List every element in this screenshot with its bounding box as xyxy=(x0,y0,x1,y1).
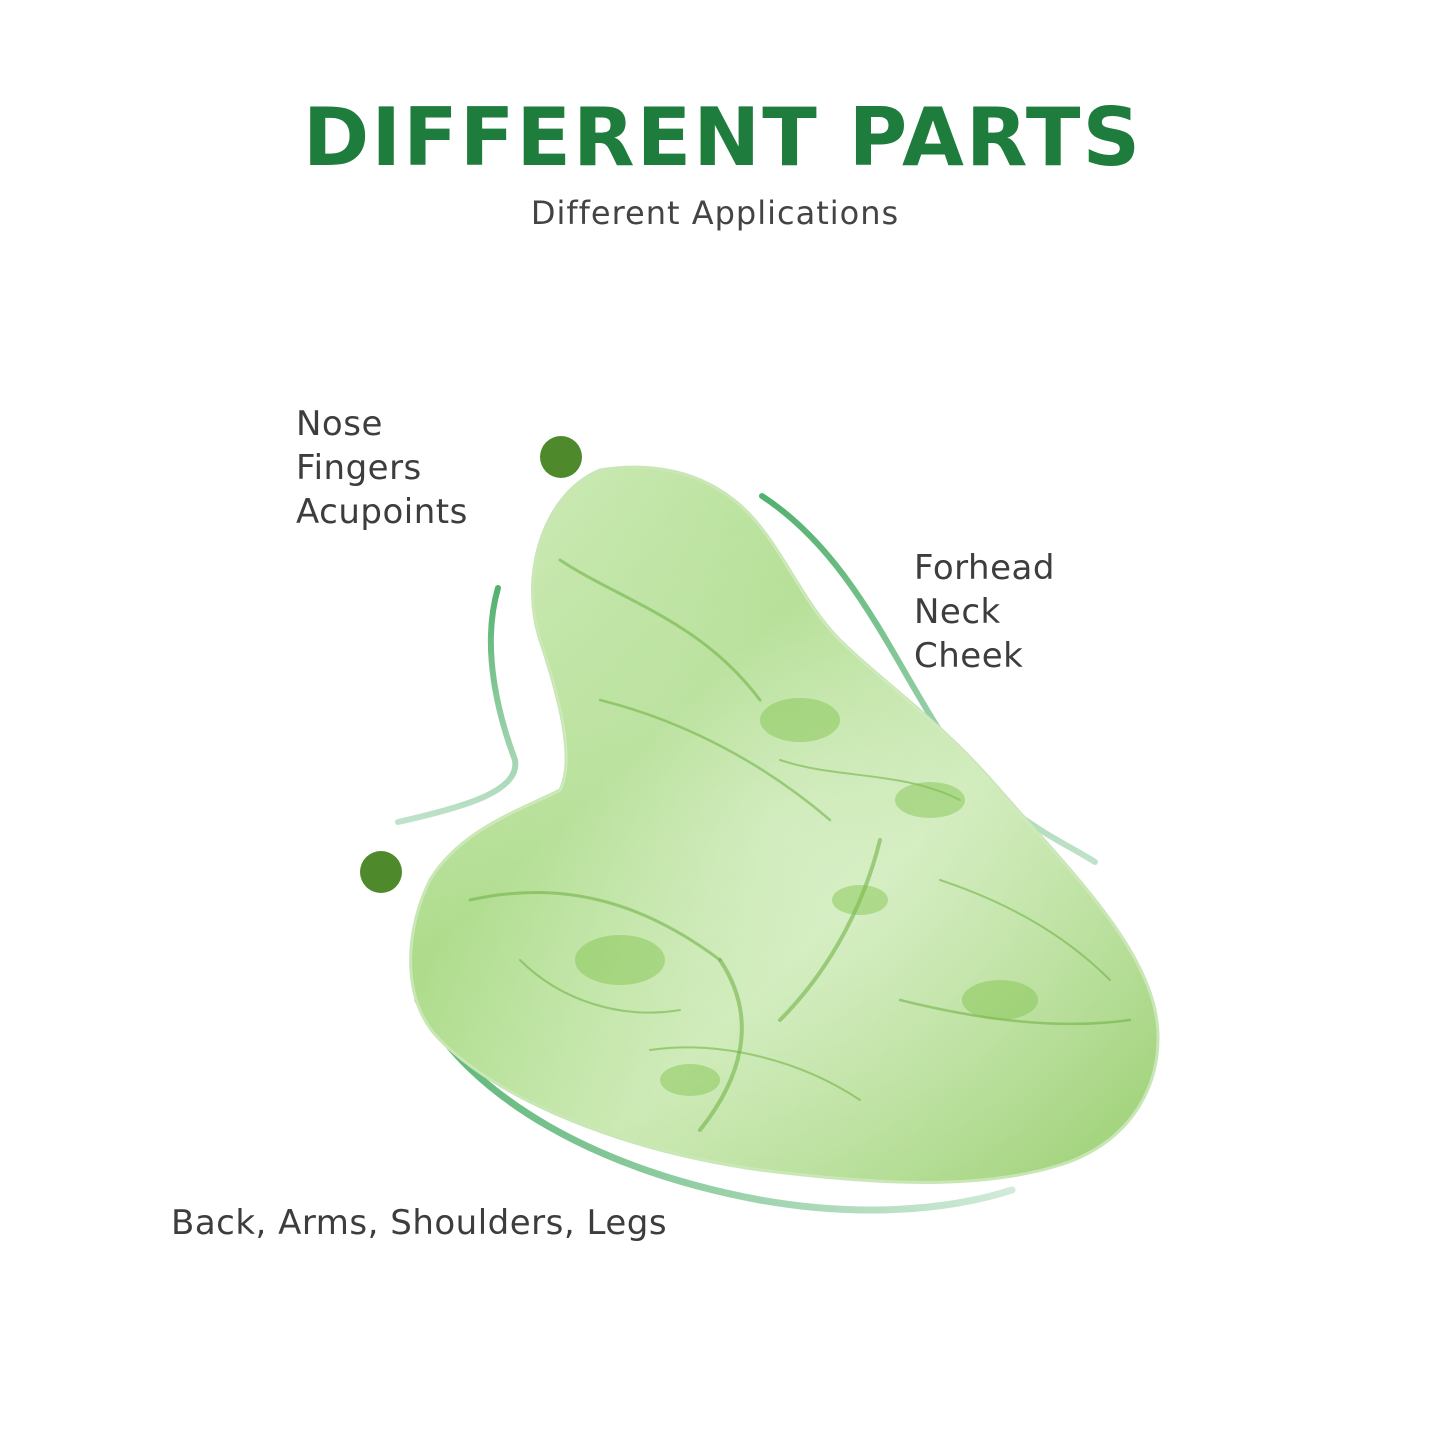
page-subtitle: Different Applications xyxy=(530,194,900,232)
label-acupoints: Acupoints xyxy=(296,492,468,532)
label-back-group: Back, Arms, Shoulders, Legs xyxy=(171,1201,667,1245)
jade-patches xyxy=(575,698,1038,1096)
label-cheek: Cheek xyxy=(914,636,1024,676)
page-title: DIFFERENT PARTS xyxy=(302,91,1143,184)
accent-line-left xyxy=(395,585,519,825)
jade-veins xyxy=(468,558,1132,1132)
label-forehead-group: Forhead Neck Cheek xyxy=(914,546,1055,678)
label-fingers: Fingers xyxy=(296,448,422,488)
label-nose-group: Nose Fingers Acupoints xyxy=(296,402,468,534)
indicator-dot-top xyxy=(540,436,582,478)
label-back-arms-shoulders-legs: Back, Arms, Shoulders, Legs xyxy=(171,1203,668,1243)
label-neck: Neck xyxy=(914,592,1001,632)
indicator-dot-left xyxy=(360,851,402,893)
label-forehead: Forhead xyxy=(914,548,1055,588)
label-nose: Nose xyxy=(296,404,383,444)
accent-line-bottom xyxy=(414,996,1016,1214)
